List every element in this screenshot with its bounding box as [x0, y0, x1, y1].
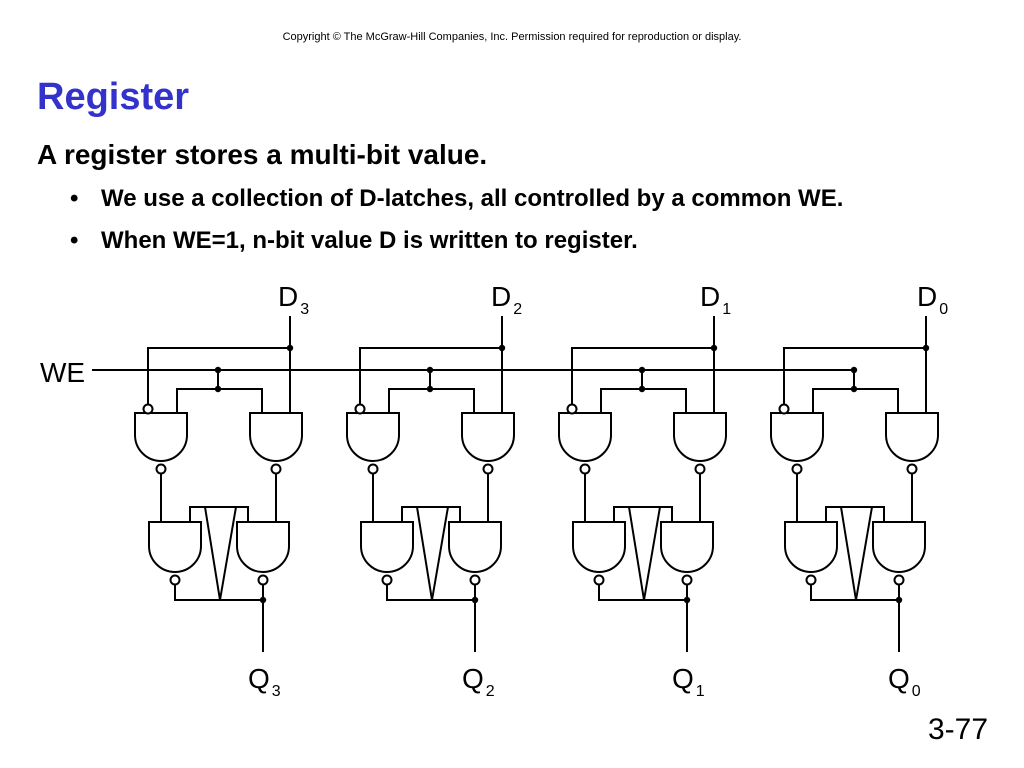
wire: [219, 506, 237, 601]
nand-gate: [236, 521, 290, 573]
q-output-label-base: Q: [462, 663, 484, 694]
q-output-label-subscript: 1: [696, 683, 705, 700]
nand-gate: [784, 521, 838, 573]
d-input-label-base: D: [700, 281, 720, 312]
nand-gate: [360, 521, 414, 573]
inversion-bubble: [593, 574, 605, 586]
nand-gate: [346, 412, 400, 462]
q-output-label-base: Q: [888, 663, 910, 694]
nand-gate: [249, 412, 303, 462]
we-label: WE: [40, 357, 85, 388]
wire: [176, 388, 263, 413]
wire: [598, 506, 646, 601]
inversion-bubble: [778, 403, 790, 415]
nand-gate: [660, 521, 714, 573]
nand-gate: [872, 521, 926, 573]
wire: [147, 347, 290, 405]
nand-gate: [673, 412, 727, 462]
wire: [600, 388, 687, 413]
nand-gate: [885, 412, 939, 462]
d-input-label-base: D: [491, 281, 511, 312]
inversion-bubble: [270, 463, 282, 475]
wire: [810, 506, 858, 601]
inversion-bubble: [579, 463, 591, 475]
wire: [431, 506, 449, 601]
copyright-notice: Copyright © The McGraw-Hill Companies, I…: [282, 31, 742, 43]
inversion-bubble: [566, 403, 578, 415]
d-input-label-base: D: [278, 281, 298, 312]
inversion-bubble: [169, 574, 181, 586]
inversion-bubble: [367, 463, 379, 475]
wire: [359, 347, 502, 405]
nand-gate: [558, 412, 612, 462]
nand-gate: [572, 521, 626, 573]
nand-gate: [770, 412, 824, 462]
main-point: A register stores a multi-bit value.: [37, 139, 488, 170]
inversion-bubble: [681, 574, 693, 586]
slide-number: 3-77: [927, 713, 988, 746]
q-output-label-subscript: 3: [272, 683, 281, 700]
d-input-label-base: D: [917, 281, 937, 312]
inversion-bubble: [893, 574, 905, 586]
wire: [783, 347, 926, 405]
q-output-label-base: Q: [248, 663, 270, 694]
bullet-text: When WE=1, n-bit value D is written to r…: [101, 227, 638, 254]
q-output-label-subscript: 0: [912, 683, 921, 700]
wire: [629, 506, 673, 522]
wire: [205, 506, 249, 522]
inversion-bubble: [381, 574, 393, 586]
wire: [386, 506, 434, 601]
inversion-bubble: [354, 403, 366, 415]
inversion-bubble: [257, 574, 269, 586]
wire: [812, 388, 899, 413]
wire: [571, 347, 714, 405]
inversion-bubble: [791, 463, 803, 475]
wire: [174, 506, 222, 601]
q-output-label-subscript: 2: [486, 683, 495, 700]
d-input-label-subscript: 1: [722, 301, 731, 318]
slide-title: Register: [37, 76, 190, 118]
d-input-label-subscript: 3: [300, 301, 309, 318]
bullet-item: • When WE=1, n-bit value D is written to…: [70, 226, 950, 256]
nand-gate: [461, 412, 515, 462]
d-input-label-subscript: 2: [513, 301, 522, 318]
q-output-label-base: Q: [672, 663, 694, 694]
bullet-dot: •: [70, 227, 79, 254]
inversion-bubble: [482, 463, 494, 475]
nand-gate: [448, 521, 502, 573]
bullet-item: • We use a collection of D-latches, all …: [70, 184, 950, 214]
nand-gate: [148, 521, 202, 573]
bullet-text: We use a collection of D-latches, all co…: [101, 185, 844, 212]
wire: [841, 506, 885, 522]
wire: [855, 506, 873, 601]
inversion-bubble: [155, 463, 167, 475]
bullet-dot: •: [70, 185, 79, 212]
wire: [388, 388, 475, 413]
inversion-bubble: [142, 403, 154, 415]
inversion-bubble: [805, 574, 817, 586]
wire: [417, 506, 461, 522]
wire: [643, 506, 661, 601]
d-input-label-subscript: 0: [939, 301, 948, 318]
inversion-bubble: [469, 574, 481, 586]
nand-gate: [134, 412, 188, 462]
inversion-bubble: [906, 463, 918, 475]
inversion-bubble: [694, 463, 706, 475]
bullet-list: • We use a collection of D-latches, all …: [70, 184, 950, 268]
